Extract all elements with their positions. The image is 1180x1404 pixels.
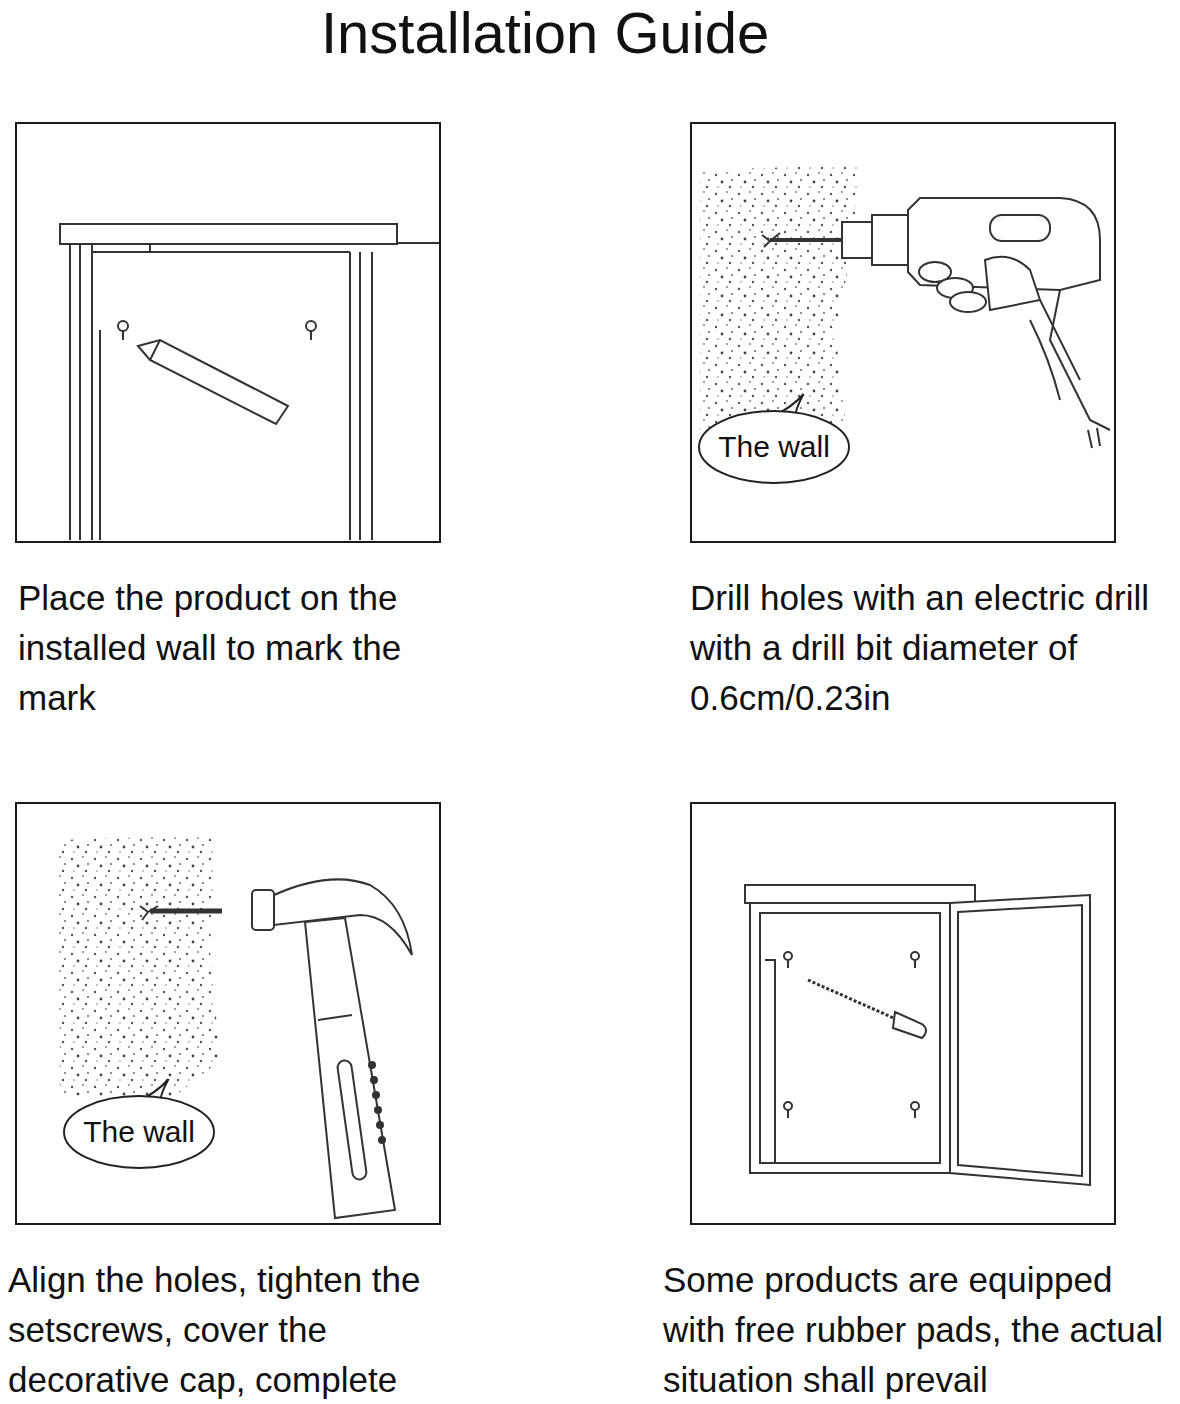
step-caption: Some products are equipped with free rub… — [663, 1255, 1180, 1404]
step-panel: Place the product on the installed wall … — [15, 122, 441, 543]
bubble-ellipse — [64, 1096, 214, 1168]
bubble-ellipse — [699, 411, 849, 483]
cabinet-marking — [60, 224, 440, 540]
step-caption: Align the holes, tighten the setscrews, … — [8, 1255, 488, 1404]
callout-bubble: The wall — [63, 1095, 215, 1169]
callout-bubble: The wall — [698, 410, 850, 484]
step-panel: Some products are equipped with free rub… — [690, 802, 1116, 1225]
step-caption: Place the product on the installed wall … — [18, 573, 468, 723]
cabinet-open — [745, 885, 1090, 1185]
step-caption: Drill holes with an electric drill with … — [690, 573, 1170, 723]
step-panel: Align the holes, tighten the setscrews, … — [15, 802, 441, 1225]
step-panel: Drill holes with an electric drill with … — [690, 122, 1116, 543]
callout-text: The wall — [718, 427, 830, 467]
page-title: Installation Guide — [321, 0, 769, 66]
callout-text: The wall — [83, 1112, 195, 1152]
hammer-illustration — [58, 835, 412, 1218]
